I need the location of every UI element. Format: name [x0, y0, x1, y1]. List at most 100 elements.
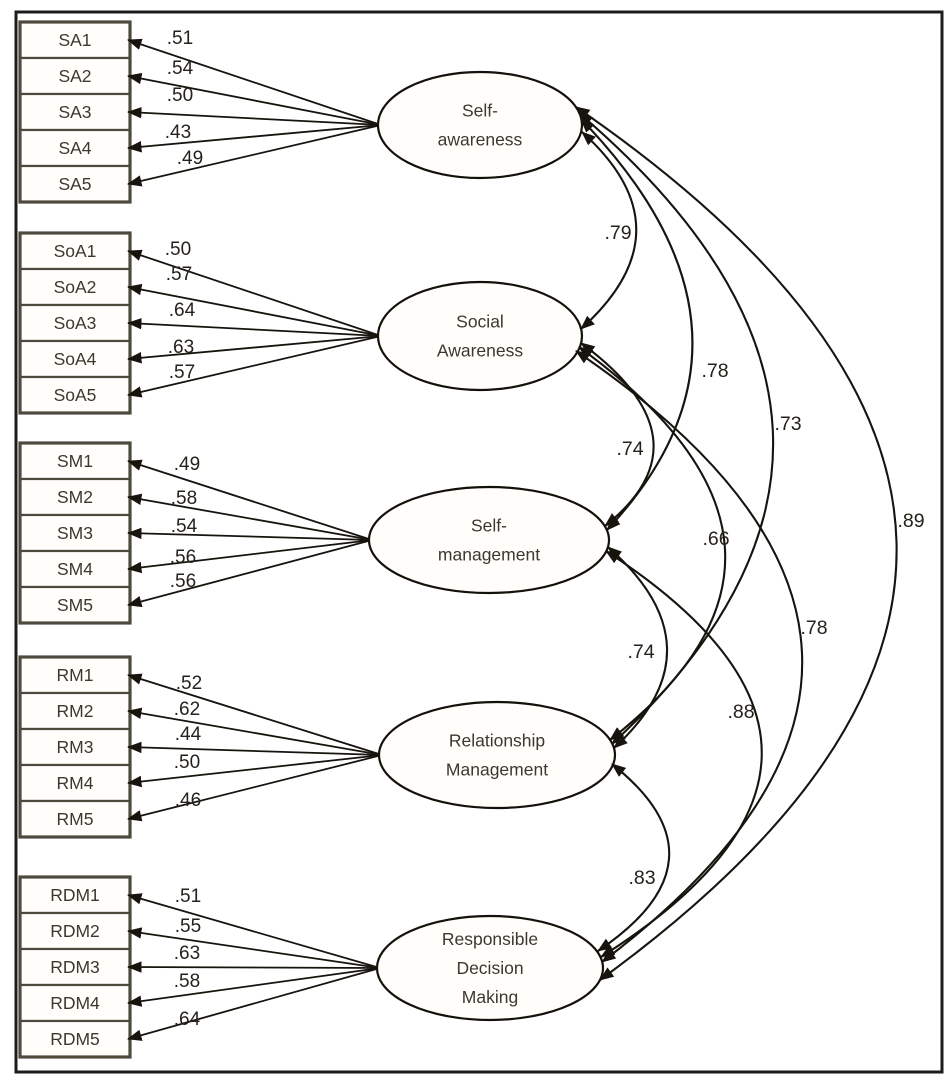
indicator-box	[18, 1019, 132, 1059]
loading-value: .63	[174, 943, 200, 964]
loading-value: .57	[169, 362, 195, 383]
loading-arrow	[127, 754, 383, 822]
latent-label-line: Making	[462, 987, 518, 1007]
loading-value: .64	[169, 300, 196, 321]
correlation-arc	[575, 350, 804, 963]
latent-label-line: Decision	[456, 958, 523, 978]
latent-label: Self-awareness	[438, 101, 523, 150]
loading-value: .49	[174, 454, 200, 475]
latent-label-line: Responsible	[442, 929, 538, 949]
indicator-box	[18, 477, 132, 517]
correlation-arc	[575, 106, 898, 981]
loading-arrow	[127, 741, 383, 756]
indicator-label: RDM5	[50, 1029, 100, 1049]
correlation-value: .78	[800, 617, 827, 639]
loading-arrow	[127, 927, 381, 969]
indicator-label: SA3	[58, 102, 91, 122]
loading-arrow	[127, 893, 381, 969]
latent-ellipse	[377, 700, 617, 810]
loading-arrow	[127, 961, 381, 973]
indicator-label: RDM2	[50, 921, 100, 941]
indicator-label: RM4	[57, 773, 94, 793]
loading-value: .51	[167, 28, 193, 49]
correlation-value: .79	[604, 222, 631, 244]
correlation-value: .83	[628, 867, 655, 889]
latent-ellipse	[376, 70, 584, 180]
latent-label-line: management	[438, 545, 540, 565]
correlation-arc	[600, 550, 763, 958]
indicator-box	[18, 267, 132, 307]
indicator-label: RM5	[57, 809, 94, 829]
loading-arrow	[127, 249, 382, 337]
loading-value: .57	[166, 264, 192, 285]
correlation-arc	[580, 118, 694, 531]
loading-arrow	[127, 335, 382, 364]
indicator-label: SoA3	[54, 313, 97, 333]
loading-arrow	[127, 335, 382, 398]
loading-value: .62	[174, 699, 200, 720]
loading-value: .50	[174, 752, 200, 773]
loading-value: .49	[177, 148, 203, 169]
loading-arrow	[127, 539, 373, 574]
loading-value: .58	[174, 971, 200, 992]
indicator-label: RM1	[57, 665, 94, 685]
loading-arrow	[127, 539, 373, 608]
loading-value: .56	[170, 547, 196, 568]
indicator-label: RDM1	[50, 885, 100, 905]
loading-arrow	[127, 124, 382, 187]
loading-arrow	[127, 38, 382, 126]
loading-arrow	[127, 124, 382, 153]
indicator-label: SA4	[58, 138, 91, 158]
indicator-label: SoA2	[54, 277, 97, 297]
indicator-label: SM4	[57, 559, 93, 579]
loading-value: .54	[171, 516, 198, 537]
loading-arrow	[127, 527, 373, 541]
correlation-value: .89	[897, 510, 924, 532]
loading-value: .58	[171, 488, 197, 509]
correlation-arc	[580, 342, 655, 527]
loading-arrow	[127, 106, 382, 126]
loading-arrow	[127, 673, 383, 756]
correlation-value: .88	[727, 701, 754, 723]
indicator-label: SM2	[57, 487, 93, 507]
loading-arrow	[127, 967, 381, 1041]
indicator-label: SM3	[57, 523, 93, 543]
loading-value: .56	[170, 571, 196, 592]
indicator-label: SM5	[57, 595, 93, 615]
loading-value: .54	[167, 58, 194, 79]
loading-arrow	[127, 459, 373, 541]
loading-value: .52	[176, 673, 202, 694]
loading-value: .50	[165, 239, 191, 260]
loading-arrow	[127, 754, 383, 788]
correlation-value: .66	[702, 528, 729, 550]
loading-value: .46	[175, 790, 201, 811]
indicator-label: SA1	[58, 30, 91, 50]
latent-label-line: awareness	[438, 130, 523, 150]
indicator-label: SA5	[58, 174, 91, 194]
latent-label-line: Awareness	[437, 341, 524, 361]
loading-arrow	[127, 967, 381, 1007]
indicator-label: RDM3	[50, 957, 100, 977]
indicator-label: RM2	[57, 701, 94, 721]
loading-value: .63	[168, 337, 194, 358]
latent-label-line: Management	[446, 760, 548, 780]
indicator-label: SA2	[58, 66, 91, 86]
correlation-value: .73	[774, 413, 801, 435]
indicator-label: SoA4	[54, 349, 97, 369]
indicator-box	[18, 911, 132, 951]
loading-arrow	[127, 72, 382, 126]
loading-arrow	[127, 283, 382, 337]
latent-label-line: Self-	[471, 516, 507, 536]
latent-ellipse	[376, 280, 584, 392]
indicator-label: RM3	[57, 737, 94, 757]
loading-arrow	[127, 317, 382, 337]
latent-label-line: Self-	[462, 101, 498, 121]
latent-label-line: Social	[456, 312, 504, 332]
